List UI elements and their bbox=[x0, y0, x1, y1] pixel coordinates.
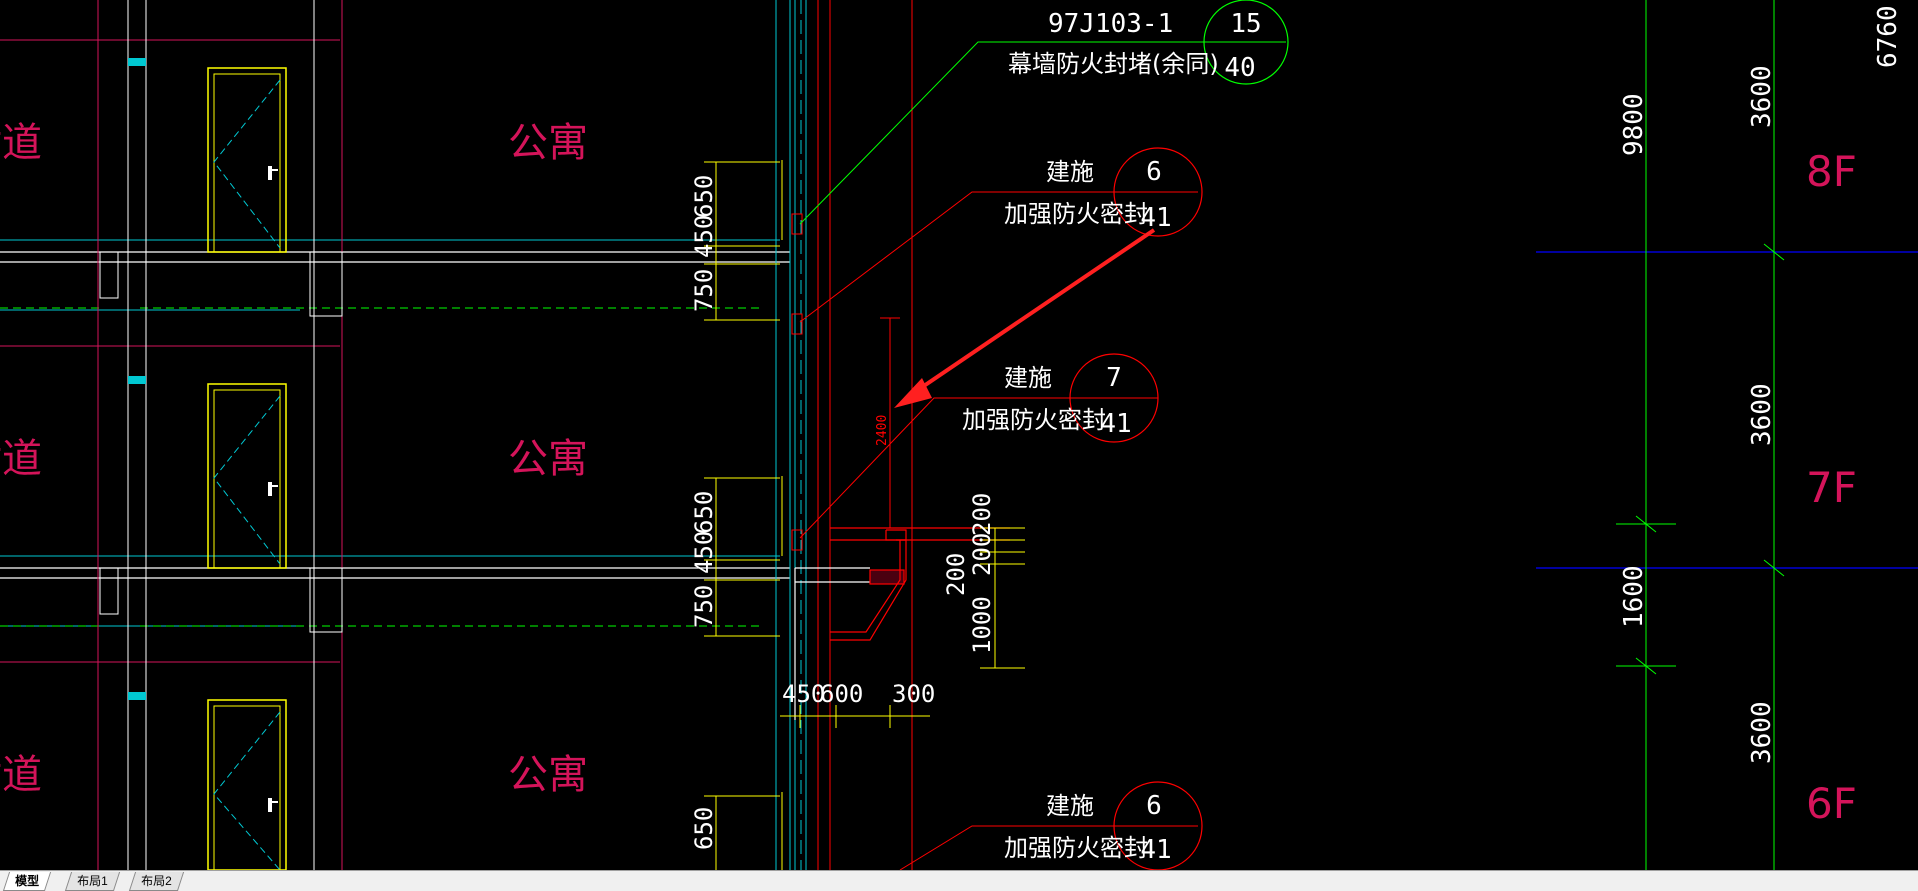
cad-drawing-canvas[interactable]: 公寓 公寓 公寓 封道 封道 封道 bbox=[0, 0, 1918, 871]
dim-label: 3600 bbox=[1747, 383, 1777, 446]
dim-label: 750 bbox=[690, 269, 718, 312]
dim-label: 450 bbox=[690, 215, 718, 258]
level-lines bbox=[1536, 251, 1918, 569]
svg-text:6: 6 bbox=[1146, 157, 1162, 187]
tab-layout1[interactable]: 布局1 bbox=[64, 872, 120, 891]
dim-label: 650 bbox=[690, 807, 718, 850]
fire-seal-marks bbox=[791, 213, 803, 551]
cyan-column-marks bbox=[128, 58, 146, 700]
section-drawing: 公寓 公寓 公寓 封道 封道 封道 bbox=[0, 0, 1918, 871]
corridor-label: 封道 bbox=[0, 752, 42, 798]
dim-label: 450 bbox=[782, 680, 825, 708]
svg-text:建施: 建施 bbox=[1046, 792, 1094, 820]
structural-columns bbox=[99, 0, 343, 870]
corridor-label: 封道 bbox=[0, 120, 42, 166]
dim-label: 3600 bbox=[1747, 65, 1777, 128]
curtain-wall bbox=[775, 0, 913, 870]
detail-callout[interactable]: 建施 加强防火密封 7 41 bbox=[799, 353, 1159, 539]
svg-text:40: 40 bbox=[1224, 53, 1255, 83]
elevation-dim-lines bbox=[1616, 0, 1785, 870]
dim-label: 6760 bbox=[1873, 5, 1903, 68]
svg-text:加强防火密封: 加强防火密封 bbox=[1004, 834, 1148, 862]
dim-label: 200 bbox=[942, 553, 970, 596]
room-label: 公寓 bbox=[508, 752, 588, 798]
annotation-arrow bbox=[894, 228, 1156, 408]
door-symbol bbox=[207, 383, 287, 569]
dimension-lines bbox=[704, 161, 1025, 870]
cyan-floor-lines bbox=[0, 239, 780, 627]
dim-label: 300 bbox=[892, 680, 935, 708]
dim-label: 200 bbox=[968, 533, 996, 576]
dim-label: 1600 bbox=[1619, 565, 1649, 628]
dim-label: 1000 bbox=[968, 596, 996, 654]
dim-label: 450 bbox=[690, 531, 718, 574]
floor-label: 7F bbox=[1806, 463, 1857, 512]
floor-slabs bbox=[0, 251, 790, 579]
tab-layout2[interactable]: 布局2 bbox=[128, 872, 184, 891]
dimension-lines-red bbox=[880, 317, 900, 528]
svg-text:幕墙防火封堵(余同): 幕墙防火封堵(余同) bbox=[1008, 50, 1219, 78]
svg-text:41: 41 bbox=[1100, 409, 1131, 439]
floor-label: 8F bbox=[1806, 147, 1857, 196]
detail-callout[interactable]: 建施 加强防火密封 6 41 bbox=[799, 147, 1203, 323]
svg-text:建施: 建施 bbox=[1046, 158, 1094, 186]
room-label: 公寓 bbox=[508, 436, 588, 482]
svg-text:41: 41 bbox=[1140, 835, 1171, 865]
dim-label: 600 bbox=[820, 680, 863, 708]
dim-label: 200 bbox=[968, 493, 996, 536]
slab-edge-detail bbox=[794, 527, 1010, 720]
door-symbol bbox=[207, 67, 287, 253]
svg-text:7: 7 bbox=[1106, 363, 1122, 393]
detail-callout[interactable]: 建施 加强防火密封 6 41 bbox=[899, 781, 1203, 871]
svg-text:6: 6 bbox=[1146, 791, 1162, 821]
svg-text:41: 41 bbox=[1140, 203, 1171, 233]
svg-text:加强防火密封: 加强防火密封 bbox=[962, 406, 1106, 434]
room-label: 公寓 bbox=[508, 120, 588, 166]
dim-label: 2400 bbox=[875, 415, 890, 446]
green-dashed-lines bbox=[0, 307, 760, 627]
magenta-wall-lines bbox=[0, 0, 343, 870]
dim-label: 650 bbox=[690, 175, 718, 218]
tab-model[interactable]: 模型 bbox=[2, 872, 52, 891]
svg-text:加强防火密封: 加强防火密封 bbox=[1004, 200, 1148, 228]
svg-text:15: 15 bbox=[1230, 9, 1261, 39]
svg-text:97J103-1: 97J103-1 bbox=[1048, 9, 1173, 39]
dim-label: 750 bbox=[690, 585, 718, 628]
svg-text:建施: 建施 bbox=[1004, 364, 1052, 392]
corridor-label: 封道 bbox=[0, 436, 42, 482]
door-symbol bbox=[207, 699, 287, 871]
dim-label: 650 bbox=[690, 491, 718, 534]
dim-label: 9800 bbox=[1619, 93, 1649, 156]
dim-label: 3600 bbox=[1747, 701, 1777, 764]
detail-callout[interactable]: 97J103-1 幕墙防火封堵(余同) 15 40 bbox=[799, 0, 1289, 225]
floor-label: 6F bbox=[1806, 779, 1857, 828]
layout-tab-bar: 模型 布局1 布局2 bbox=[0, 870, 1918, 891]
